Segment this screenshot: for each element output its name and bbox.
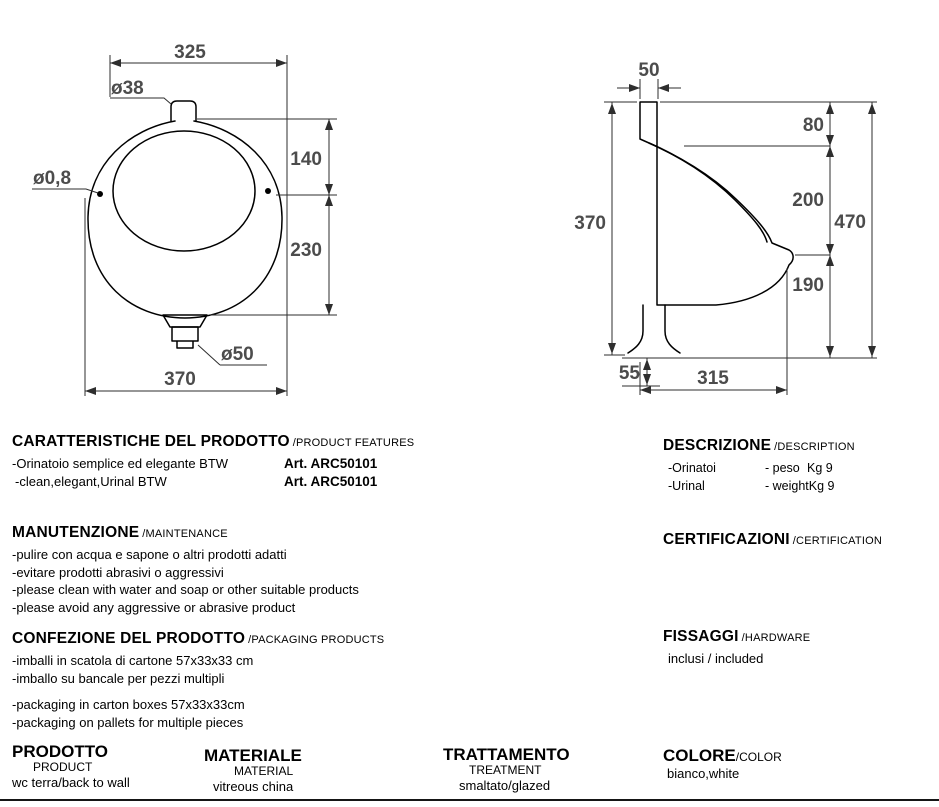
feature-row: -clean,elegant,Urinal BTW Art. ARC50101 <box>12 473 502 491</box>
packaging-line-it: -imballo su bancale per pezzi multipli <box>12 670 225 686</box>
footer-color: COLORE/COLOR bianco,white <box>663 747 782 782</box>
section-packaging: CONFEZIONE DEL PRODOTTO/PACKAGING PRODUC… <box>12 630 502 731</box>
dim-inlet-diameter: ø38 <box>111 78 144 99</box>
footer-treatment: TRATTAMENTO TREATMENT smaltato/glazed <box>443 746 570 794</box>
footer-color-title-en: /COLOR <box>735 750 782 764</box>
features-title: CARATTERISTICHE DEL PRODOTTO/PRODUCT FEA… <box>12 433 502 451</box>
footer-material-title: MATERIALE <box>204 746 302 765</box>
outlet-pipe <box>171 326 199 349</box>
description-label: - peso <box>765 461 800 475</box>
dim-hole-diameter: ø0,8 <box>33 168 71 189</box>
description-row: -Urinal - weight Kg 9 <box>668 478 923 496</box>
dim-mid-segment: 200 <box>792 190 824 211</box>
features-title-en: /PRODUCT FEATURES <box>292 437 415 449</box>
footer-color-value: bianco,white <box>667 766 740 781</box>
side-profile <box>639 101 794 306</box>
packaging-line-en: -packaging in carton boxes 57x33x33cm <box>12 697 245 712</box>
article-code-2: Art. ARC50101 <box>284 473 378 489</box>
dim-inlet-width: 50 <box>638 60 659 81</box>
features-title-it: CARATTERISTICHE DEL PRODOTTO <box>12 433 290 450</box>
bowl-opening <box>112 130 256 252</box>
dim-top-segment: 80 <box>803 115 824 136</box>
side-inner-wall <box>648 142 768 243</box>
outlet-flange <box>162 314 208 328</box>
footer-material-value: vitreous china <box>213 779 294 794</box>
dim-upper-height: 140 <box>290 149 322 170</box>
feature-row: -Orinatoio semplice ed elegante BTW Art.… <box>12 455 502 473</box>
article-code-1: Art. ARC50101 <box>284 456 378 471</box>
dim-lower-height: 230 <box>290 240 322 261</box>
packaging-title-it: CONFEZIONE DEL PRODOTTO <box>12 630 246 647</box>
footer-material-subtitle: MATERIAL <box>234 764 294 778</box>
footer-product: PRODOTTO PRODUCT wc terra/back to wall <box>12 743 130 791</box>
footer-material: MATERIALE MATERIAL vitreous china <box>204 747 302 795</box>
dim-back-height: 370 <box>574 213 606 234</box>
fixing-hole-right <box>265 188 271 194</box>
description-value: Kg 9 <box>807 461 833 475</box>
maintenance-title-it: MANUTENZIONE <box>12 524 140 541</box>
description-title-it: DESCRIZIONE <box>663 437 772 454</box>
dim-bottom-width: 370 <box>164 369 196 390</box>
side-dimension-lines <box>604 79 877 395</box>
maintenance-title-en: /MAINTENANCE <box>142 528 228 540</box>
hardware-title-it: FISSAGGI <box>663 628 739 645</box>
section-certifications: CERTIFICAZIONI/CERTIFICATION <box>663 531 923 549</box>
maintenance-line: -evitare prodotti abrasivi o aggressivi <box>12 564 224 580</box>
description-value: Kg 9 <box>808 478 835 493</box>
section-product-features: CARATTERISTICHE DEL PRODOTTO/PRODUCT FEA… <box>12 433 502 490</box>
certifications-title: CERTIFICAZIONI/CERTIFICATION <box>663 531 923 549</box>
footer-treatment-value: smaltato/glazed <box>459 778 551 793</box>
maintenance-line: -pulire con acqua e sapone o altri prodo… <box>12 547 287 562</box>
packaging-line-en: -packaging on pallets for multiple piece… <box>12 714 244 730</box>
description-title: DESCRIZIONE/DESCRIPTION <box>663 437 923 455</box>
certifications-title-it: CERTIFICAZIONI <box>663 531 790 548</box>
dim-outlet-diameter: ø50 <box>221 344 254 365</box>
section-description: DESCRIZIONE/DESCRIPTION -Orinatoi - peso… <box>663 437 923 495</box>
footer-color-title-it: COLORE <box>663 746 736 765</box>
description-label: - weight <box>765 478 809 493</box>
dim-top-width: 325 <box>174 42 206 63</box>
description-name: -Orinatoi <box>668 461 716 475</box>
hardware-title-en: /HARDWARE <box>741 632 811 644</box>
footer-treatment-subtitle: TREATMENT <box>469 763 542 777</box>
maintenance-line: -please clean with water and soap or oth… <box>12 582 359 597</box>
dim-outlet-drop: 55 <box>619 363 641 384</box>
description-row: -Orinatoi - peso Kg 9 <box>668 460 923 478</box>
maintenance-line: -please avoid any aggressive or abrasive… <box>12 599 296 615</box>
fixing-hole-left <box>97 191 103 197</box>
footer-color-title: COLORE/COLOR <box>663 747 782 766</box>
footer-product-value: wc terra/back to wall <box>12 775 130 790</box>
feature-line-en: -clean,elegant,Urinal BTW <box>15 473 167 489</box>
side-view-drawing: 50 370 80 200 470 190 55 315 <box>574 60 877 395</box>
front-view-drawing: 325 ø38 140 ø0,8 230 ø50 370 <box>32 42 337 396</box>
packaging-line-it: -imballi in scatola di cartone 57x33x33 … <box>12 653 254 668</box>
hardware-value: inclusi / included <box>668 651 764 666</box>
bowl-outline <box>87 120 283 319</box>
inlet-spigot <box>170 100 197 122</box>
section-hardware: FISSAGGI/HARDWARE inclusi / included <box>663 628 923 666</box>
dim-depth: 315 <box>697 368 729 389</box>
technical-drawings: 325 ø38 140 ø0,8 230 ø50 370 50 370 80 2… <box>32 42 877 396</box>
front-dimension-arrows <box>85 59 333 395</box>
certifications-title-en: /CERTIFICATION <box>792 535 882 547</box>
side-outlet <box>627 304 681 354</box>
description-title-en: /DESCRIPTION <box>774 441 855 453</box>
footer-product-subtitle: PRODUCT <box>33 760 93 774</box>
packaging-title: CONFEZIONE DEL PRODOTTO/PACKAGING PRODUC… <box>12 630 502 648</box>
footer-product-title: PRODOTTO <box>12 742 109 761</box>
maintenance-title: MANUTENZIONE/MAINTENANCE <box>12 524 502 542</box>
feature-line-it: -Orinatoio semplice ed elegante BTW <box>12 456 229 471</box>
section-maintenance: MANUTENZIONE/MAINTENANCE -pulire con acq… <box>12 524 502 616</box>
footer-treatment-title: TRATTAMENTO <box>443 745 570 764</box>
packaging-title-en: /PACKAGING PRODUCTS <box>248 634 385 646</box>
front-dimension-lines <box>32 55 337 396</box>
hardware-title: FISSAGGI/HARDWARE <box>663 628 923 646</box>
dim-lip-segment: 190 <box>792 275 824 296</box>
bottom-divider <box>0 799 939 801</box>
description-name: -Urinal <box>668 478 705 493</box>
dim-overall-height: 470 <box>834 212 866 233</box>
side-dimension-arrows <box>608 84 876 394</box>
